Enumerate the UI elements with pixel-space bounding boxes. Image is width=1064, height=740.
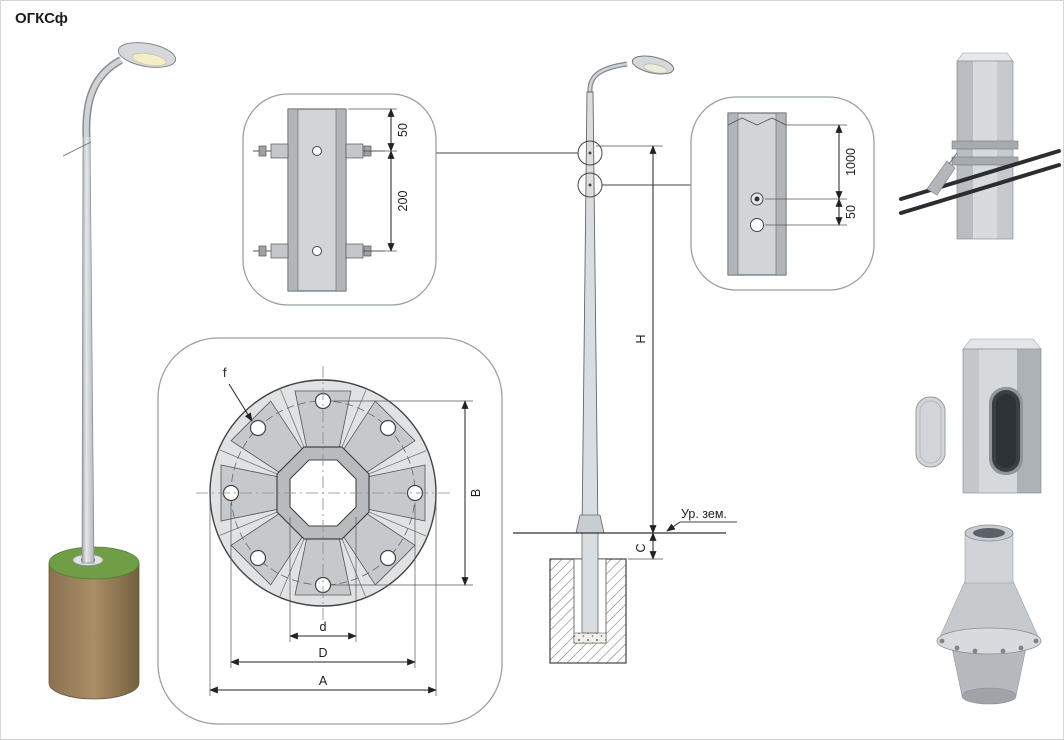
tension-rod-lower (899, 163, 1061, 215)
shaft-break-mark (62, 141, 92, 157)
base-shell-render (936, 524, 1042, 705)
access-door-render (915, 338, 1042, 494)
detail-marker-lower (577, 172, 603, 198)
dim-label-d: d (320, 620, 327, 634)
flange-plan-view (196, 366, 450, 623)
hole-label-f: f (223, 366, 227, 380)
page-title: ОГКСф (15, 10, 68, 27)
foundation-section (549, 532, 627, 664)
right-detail-callout: 1000 50 (602, 96, 875, 291)
dim-label-C: C (634, 543, 648, 552)
foundation-3d (48, 546, 140, 700)
pole-section-with-clamps (253, 108, 385, 292)
pole-shaft-3d (81, 134, 95, 564)
shell-top-opening (973, 528, 1005, 538)
dim-label-B: B (469, 489, 483, 497)
flange-bolts (939, 638, 1039, 654)
base-flare-elevation (575, 514, 605, 534)
flange-plan-callout: f B d D A (157, 337, 503, 725)
wedge-hook (926, 160, 956, 196)
lamp-head-elevation (631, 55, 675, 75)
break-line (727, 117, 787, 126)
door-cover-plate (915, 396, 946, 468)
dim-label-A: A (319, 674, 328, 688)
detail-marker-upper (577, 140, 603, 166)
lamp-head-3d (117, 42, 177, 68)
top-detail-callout: 50 200 (242, 93, 578, 306)
ground-level-label: Ур. зем. (681, 507, 727, 521)
dim-label-200: 200 (396, 191, 410, 212)
dim-label-50-right: 50 (844, 205, 858, 219)
dim-label-D: D (318, 646, 327, 660)
band-clamp-upper (951, 140, 1019, 150)
tension-rod-upper (899, 149, 1061, 201)
dim-label-1000: 1000 (844, 148, 858, 176)
pole-top-clamps-render (899, 52, 1061, 240)
pole-3d-render (48, 42, 177, 700)
band-clamp-lower (951, 156, 1019, 166)
pole-section-with-holes (727, 112, 787, 276)
base-flange-ring (936, 627, 1042, 655)
dim-label-H: H (634, 334, 648, 343)
dim-label-50-top: 50 (396, 123, 410, 137)
bolt-holes (222, 392, 424, 594)
pole-elevation: Ур. зем. H C (513, 55, 737, 664)
pole-shaft-elevation (581, 91, 599, 534)
